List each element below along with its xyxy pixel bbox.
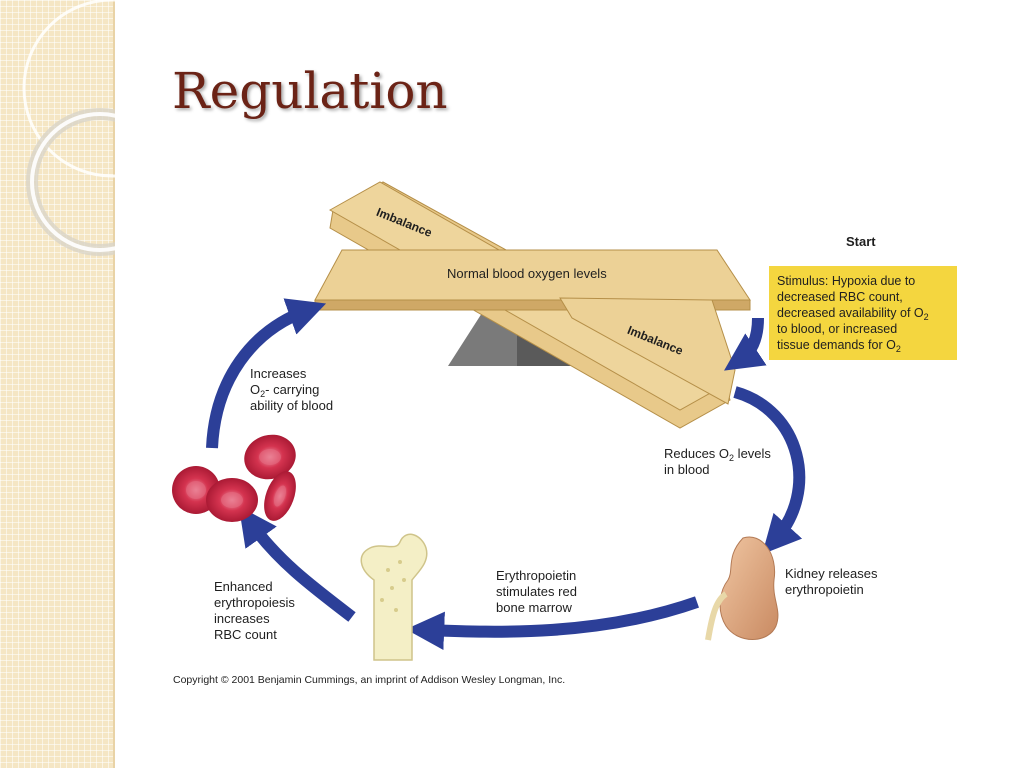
decorative-rings: [22, 0, 115, 256]
stimulus-box: Stimulus: Hypoxia due to decreased RBC c…: [769, 266, 957, 360]
stimulus-line-1: Stimulus: Hypoxia due to: [777, 274, 916, 288]
kidney-icon: [705, 536, 779, 641]
reduces-o2-label: Reduces O2 levels in blood: [664, 446, 771, 477]
copyright-notice: Copyright © 2001 Benjamin Cummings, an i…: [173, 674, 566, 686]
enhanced-erythropoiesis-label: Enhanced erythropoiesis increases RBC co…: [214, 579, 295, 642]
increases-o2-carrying-label: Increases O2- carrying ability of blood: [250, 366, 334, 413]
arrow-rbc-to-plank: [206, 298, 327, 449]
arrow-imbalance-to-stimulus: [724, 317, 767, 371]
erythropoietin-label: Erythropoietin stimulates red bone marro…: [496, 568, 577, 615]
plank-center-label: Normal blood oxygen levels: [447, 266, 607, 281]
bone-icon: [360, 533, 428, 661]
oxygen-regulation-diagram: Imbalance Normal blood oxygen levels Imb…: [160, 170, 980, 700]
kidney-label: Kidney releases erythropoietin: [785, 566, 878, 597]
start-label: Start: [846, 234, 876, 249]
red-blood-cells-icon: [172, 434, 296, 522]
stimulus-line-5: tissue demands for O2: [777, 338, 901, 354]
plank-front: [559, 297, 736, 405]
arrow-to-reduces: [733, 386, 806, 555]
stimulus-line-2: decreased RBC count,: [777, 290, 903, 304]
decorative-side-band: [0, 0, 115, 768]
stimulus-line-3: decreased availability of O2: [777, 306, 929, 322]
arrow-kidney-to-bone: [405, 596, 699, 650]
diagram-graphics: [172, 181, 806, 661]
stimulus-line-4: to blood, or increased: [777, 322, 898, 336]
slide-title: Regulation: [172, 62, 448, 120]
arrow-bone-to-rbc: [238, 506, 356, 622]
